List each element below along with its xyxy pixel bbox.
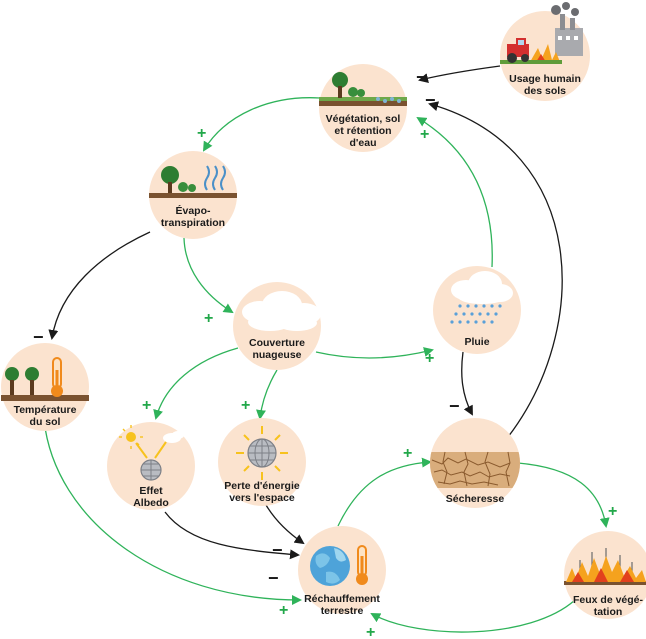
node-perte: Perte d'énergie vers l'espace	[218, 418, 306, 506]
edge-pluie-vegetation	[416, 116, 493, 268]
sign-secheresse-vegetation: −	[425, 90, 436, 110]
label-usage-1: Usage humain	[509, 73, 581, 85]
label-vegetation-1: Végétation, sol	[326, 113, 401, 125]
label-rechauffement-1: Réchauffement	[304, 593, 380, 605]
label-temperature-1: Température	[14, 404, 77, 416]
label-perte-1: Perte d'énergie	[224, 480, 300, 492]
label-couverture-1: Couverture	[249, 337, 305, 349]
label-evapo-1: Évapo-	[175, 204, 211, 217]
label-temperature-2: du sol	[30, 416, 61, 428]
label-rechauffement-2: terrestre	[321, 605, 364, 617]
node-albedo: Effet Albedo	[107, 422, 195, 510]
sign-pluie-vegetation: +	[420, 126, 429, 143]
node-secheresse: Sécheresse	[430, 418, 520, 508]
sign-secheresse-feux: +	[608, 503, 617, 520]
sign-couverture-pluie: +	[425, 350, 434, 367]
node-evapo: Évapo- transpiration	[149, 151, 237, 239]
edge-pluie-secheresse	[461, 351, 473, 416]
sign-albedo-rechauffement: −	[268, 568, 279, 588]
edge-couverture-pluie	[315, 347, 434, 359]
edge-usage-vegetation	[418, 65, 501, 83]
node-temperature: Température du sol	[1, 343, 89, 431]
forest-fire-icon	[564, 548, 646, 585]
edge-temperature-rechauffement	[43, 419, 302, 605]
label-feux-2: tation	[594, 606, 623, 618]
label-perte-2: vers l'espace	[229, 492, 295, 504]
sign-rechauffement-secheresse: +	[403, 445, 412, 462]
sign-pluie-secheresse: −	[449, 396, 460, 416]
node-feux: Feux de végé- tation	[564, 531, 646, 619]
clouds-icon	[242, 291, 321, 331]
sun-globe-icon	[119, 425, 184, 481]
edge-perte-rechauffement	[265, 504, 305, 545]
cracked-earth-icon	[430, 451, 520, 488]
rain-cloud-icon	[450, 271, 513, 324]
label-secheresse: Sécheresse	[446, 493, 505, 505]
trees-evaporation-icon	[149, 165, 237, 198]
node-usage: Usage humain des sols	[500, 2, 590, 101]
sign-couverture-albedo: +	[142, 397, 151, 414]
sign-temperature-rechauffement: +	[279, 602, 288, 619]
trees-thermometer-icon	[1, 357, 89, 401]
edge-evapo-temperature	[48, 231, 151, 340]
polarity-signs: − − + + + − + + + − − − + + + +	[33, 67, 617, 639]
edge-secheresse-vegetation	[428, 101, 563, 438]
sign-couverture-perte: +	[241, 397, 250, 414]
edge-feux-rechauffement	[370, 599, 576, 633]
edge-secheresse-feux	[517, 462, 610, 528]
edge-albedo-rechauffement	[164, 511, 300, 560]
tractor-factory-fire-icon	[500, 2, 583, 64]
label-albedo-1: Effet	[139, 485, 163, 497]
edge-couverture-perte	[256, 369, 278, 420]
edge-evapo-couverture	[183, 237, 234, 314]
label-usage-2: des sols	[524, 85, 566, 97]
node-rechauffement: Réchauffement terrestre	[298, 526, 386, 617]
node-pluie: Pluie	[433, 266, 521, 354]
node-vegetation: Végétation, sol et rétention d'eau	[319, 64, 407, 152]
label-vegetation-3: d'eau	[349, 137, 376, 149]
node-couverture: Couverture nuageuse	[233, 282, 321, 370]
label-evapo-2: transpiration	[161, 217, 225, 229]
label-feux-1: Feux de végé-	[573, 594, 644, 606]
sign-evapo-temperature: −	[33, 327, 44, 347]
hot-globe-thermometer-icon	[310, 545, 368, 586]
sign-vegetation-evapo: +	[197, 125, 206, 142]
sign-feux-rechauffement: +	[366, 624, 375, 639]
label-albedo-2: Albedo	[133, 497, 169, 509]
edge-vegetation-evapo	[202, 97, 321, 152]
edges	[43, 65, 610, 633]
radiating-globe-icon	[236, 426, 288, 480]
label-vegetation-2: et rétention	[334, 125, 391, 137]
sign-usage-vegetation: −	[416, 67, 427, 87]
sign-evapo-couverture: +	[204, 310, 213, 327]
edge-rechauffement-secheresse	[337, 457, 432, 527]
sign-perte-rechauffement: −	[272, 540, 283, 560]
label-couverture-2: nuageuse	[252, 349, 301, 361]
label-pluie: Pluie	[464, 336, 489, 348]
edge-couverture-albedo	[153, 347, 239, 420]
trees-soil-water-icon	[319, 72, 407, 106]
